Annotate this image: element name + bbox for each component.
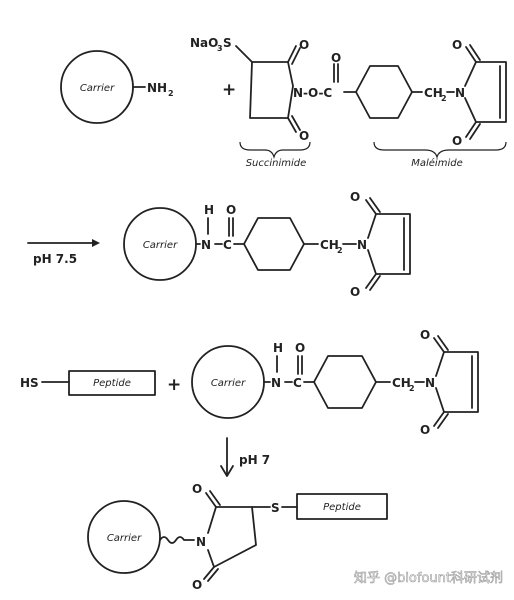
peptide-box xyxy=(68,370,156,396)
sulfonate-sulfur: S xyxy=(223,36,232,50)
carbonyl-bond xyxy=(437,413,449,429)
arrowhead xyxy=(220,465,234,477)
step1-condition: pH 7.5 xyxy=(33,252,77,266)
oxygen-atom: O xyxy=(420,328,430,342)
carbonyl-bond xyxy=(437,335,449,351)
oxygen-atom: O xyxy=(331,51,341,65)
carbonyl-bond xyxy=(291,47,301,65)
hydrogen-atom: H xyxy=(273,341,283,355)
succinimide-brace xyxy=(239,141,311,160)
methylene-label: CH xyxy=(320,238,339,252)
nitrogen-atom: N xyxy=(271,376,281,390)
sulfonate-subscript: 3 xyxy=(217,44,223,53)
sulfonate-label: NaO xyxy=(190,36,218,50)
oxygen-atom: O xyxy=(452,38,462,52)
carbonyl-bond xyxy=(209,490,221,506)
carbonyl-bond xyxy=(433,337,445,353)
step2-condition: pH 7 xyxy=(239,453,270,467)
row-2-intermediate: pH 7.5 Carrier N H O C CH 2 N O O xyxy=(27,190,411,299)
carbonyl-bond xyxy=(469,123,481,140)
oxygen-atom: O xyxy=(192,482,202,496)
amine-subscript: 2 xyxy=(168,89,174,98)
oxygen-atom: O xyxy=(350,285,360,299)
succinimide-label: Succinimide xyxy=(246,158,307,169)
nitrogen-atom: N xyxy=(357,238,367,252)
carrier-circle xyxy=(87,500,161,574)
amine-label: NH xyxy=(147,81,167,95)
wavy-linker xyxy=(159,536,195,544)
watermark: 知乎 @biofount科研试剂 xyxy=(354,570,503,586)
carbonyl-bond xyxy=(205,492,217,508)
peptide-label: Peptide xyxy=(323,502,361,513)
carbonyl-bond xyxy=(365,273,377,289)
hydrogen-atom: H xyxy=(204,203,214,217)
carbonyl-bond xyxy=(369,275,381,291)
succinimide-ring xyxy=(249,61,294,119)
maleimide-brace xyxy=(373,141,507,160)
nitrogen-atom: N xyxy=(196,535,206,549)
ester-linkage: N-O-C xyxy=(293,86,332,100)
carbonyl-bond xyxy=(469,44,481,61)
bond xyxy=(235,45,253,63)
oxygen-atom: O xyxy=(299,129,309,143)
nitrogen-atom: N xyxy=(201,238,211,252)
oxygen-atom: O xyxy=(452,134,462,148)
nitrogen-atom: N xyxy=(425,376,435,390)
methylene-label: CH xyxy=(424,86,443,100)
oxygen-atom: O xyxy=(295,341,305,355)
thiol-label: HS xyxy=(20,376,39,390)
peptide-box xyxy=(296,493,388,520)
oxygen-atom: O xyxy=(350,190,360,204)
carbon-atom: C xyxy=(293,376,302,390)
oxygen-atom: O xyxy=(226,203,236,217)
carrier-label: Carrier xyxy=(143,240,178,251)
sulfur-atom: S xyxy=(271,501,280,515)
arrowhead xyxy=(92,239,100,247)
oxygen-atom: O xyxy=(299,38,309,52)
cyclohexane-ring xyxy=(243,217,305,271)
succinimide-ring xyxy=(207,506,257,568)
peptide-label: Peptide xyxy=(93,378,131,389)
carbonyl-bond xyxy=(369,197,381,213)
oxygen-atom: O xyxy=(192,578,202,592)
row-3-reactants: HS Peptide + Carrier N H O C CH 2 N O O xyxy=(20,328,479,437)
oxygen-atom: O xyxy=(420,423,430,437)
carrier-label: Carrier xyxy=(211,378,246,389)
methylene-subscript: 2 xyxy=(337,246,343,255)
carrier-label: Carrier xyxy=(80,83,115,94)
methylene-label: CH xyxy=(392,376,411,390)
row-4-product: pH 7 Carrier N O O S Peptide xyxy=(87,437,388,592)
carbon-atom: C xyxy=(223,238,232,252)
plus-sign: + xyxy=(167,375,181,395)
maleimide-ring xyxy=(464,61,507,123)
carbonyl-bond xyxy=(287,45,297,63)
carrier-label: Carrier xyxy=(107,533,142,544)
carbonyl-bond xyxy=(365,199,377,215)
methylene-subscript: 2 xyxy=(441,94,447,103)
carbonyl-bond xyxy=(465,46,477,63)
row-1-reactants: Carrier NH 2 + NaO 3 S O O N-O-C O CH 2 … xyxy=(60,36,507,169)
maleimide-ring xyxy=(435,351,479,413)
carbonyl-bond xyxy=(433,411,445,427)
methylene-subscript: 2 xyxy=(409,384,415,393)
maleimide-label: Maléimide xyxy=(411,157,462,169)
plus-sign: + xyxy=(222,80,236,100)
carbonyl-bond xyxy=(287,117,297,133)
cyclohexane-ring xyxy=(355,65,413,119)
carbonyl-bond xyxy=(291,115,301,131)
carbonyl-bond xyxy=(465,121,477,138)
carbonyl-bond xyxy=(203,566,215,580)
nitrogen-atom: N xyxy=(455,86,465,100)
carbonyl-bond xyxy=(207,568,219,582)
maleimide-ring xyxy=(367,213,411,275)
cyclohexane-ring xyxy=(313,355,377,409)
